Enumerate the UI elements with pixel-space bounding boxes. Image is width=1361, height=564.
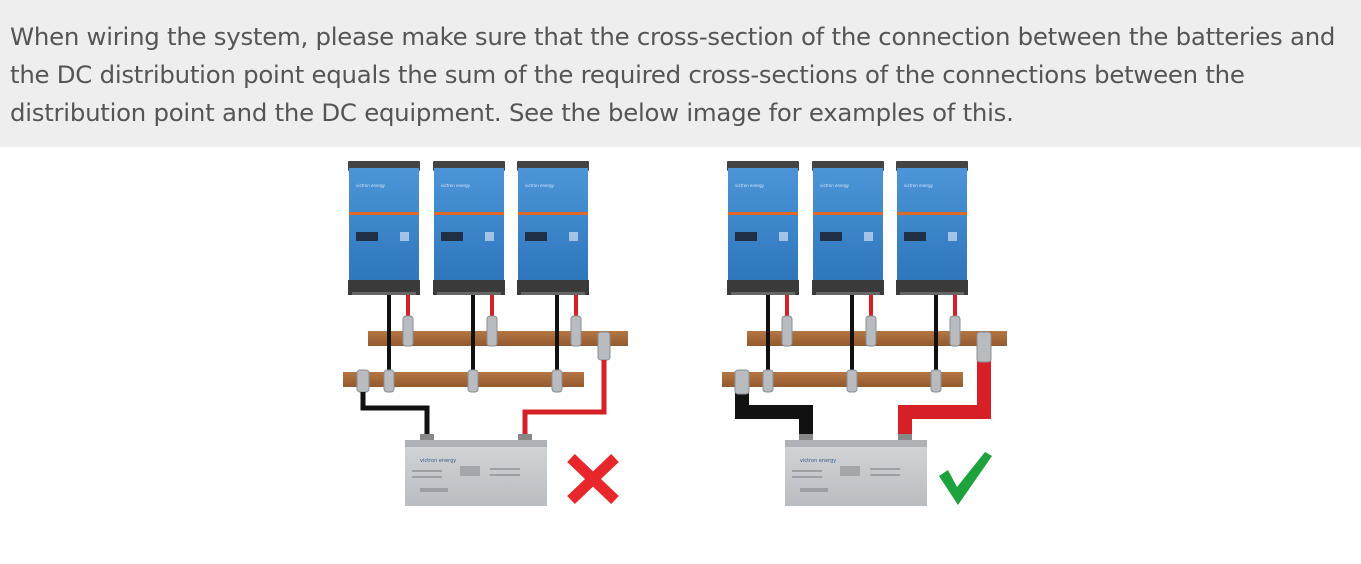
svg-text:victron energy: victron energy [441,183,471,188]
info-note: When wiring the system, please make sure… [0,0,1361,147]
thick-positive-cable [898,360,991,437]
inverter-unit: victron energy [727,161,799,295]
inverter-unit: victron energy [348,161,420,295]
negative-busbar [343,372,584,387]
svg-text:victron energy: victron energy [356,183,386,188]
inverter-unit: victron energy [433,161,505,295]
cable-lugs [734,315,992,395]
note-text: When wiring the system, please make sure… [10,22,1336,127]
check-icon [939,452,992,505]
inverter-unit: victron energy [812,161,884,295]
svg-text:victron energy: victron energy [820,183,850,188]
negative-busbar [722,372,963,387]
svg-text:victron energy: victron energy [735,183,765,188]
svg-text:victron energy: victron energy [904,183,934,188]
thin-positive-cable [522,360,607,437]
positive-busbar [368,331,628,346]
svg-text:victron energy: victron energy [800,458,836,464]
svg-text:victron energy: victron energy [525,183,555,188]
battery: victron energy [785,434,927,506]
positive-busbar [747,331,1007,346]
svg-text:victron energy: victron energy [420,458,456,464]
wiring-diagram: victron energy victron energy victron en… [343,161,1007,506]
example-correct: victron energy victron energy victron en… [722,161,1007,506]
thick-negative-cable [735,392,813,437]
battery: victron energy [405,434,547,506]
example-incorrect: victron energy victron energy victron en… [343,161,628,506]
inverter-unit: victron energy [896,161,968,295]
thin-negative-cable [360,392,430,437]
inverter-unit: victron energy [517,161,589,295]
cross-icon [567,454,619,504]
